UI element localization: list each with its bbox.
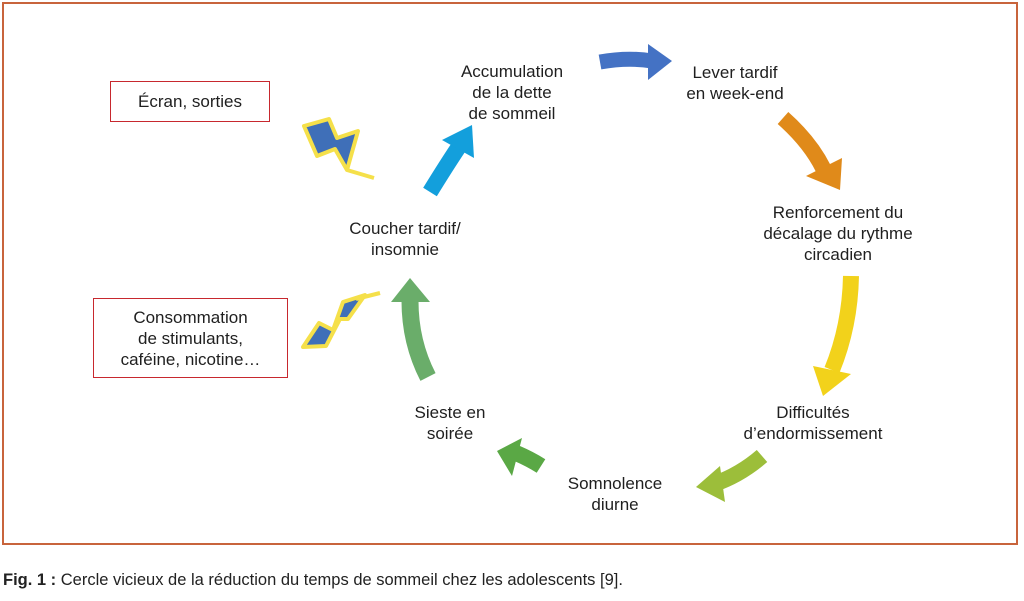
node-coucher-tardif: Coucher tardif/ insomnie: [349, 219, 461, 259]
lightning-bolt-icon: [302, 117, 375, 180]
factor-box-stimulants: Consommation de stimulants, caféine, nic…: [93, 298, 288, 378]
arrow-difficultes-to-somnolence: [696, 449, 768, 502]
arrow-coucher-to-accumulation: [423, 125, 474, 197]
node-sieste: Sieste en soirée: [414, 403, 486, 443]
arrow-sieste-to-coucher: [391, 278, 436, 381]
arrow-accumulation-to-lever: [598, 44, 672, 80]
node-somnolence: Somnolence diurne: [567, 474, 663, 514]
figure-caption: Fig. 1 : Cercle vicieux de la réduction …: [3, 571, 623, 590]
node-lever-tardif: Lever tardif en week-end: [686, 63, 784, 103]
node-accumulation: Accumulation de la dette de sommeil: [460, 62, 564, 123]
figure-frame: [2, 2, 1018, 545]
caption-text: Cercle vicieux de la réduction du temps …: [56, 571, 623, 589]
arrow-renforcement-to-difficultes: [813, 275, 859, 396]
node-difficultes: Difficultés d’endormissement: [743, 403, 883, 443]
arrow-somnolence-to-sieste: [497, 438, 546, 476]
lightning-bolt-icon: [301, 291, 381, 349]
caption-label: Fig. 1 :: [3, 571, 57, 589]
factor-box-ecran: Écran, sorties: [110, 81, 270, 122]
node-renforcement: Renforcement du décalage du rythme circa…: [763, 203, 913, 264]
arrow-lever-to-renforcement: [777, 112, 842, 190]
